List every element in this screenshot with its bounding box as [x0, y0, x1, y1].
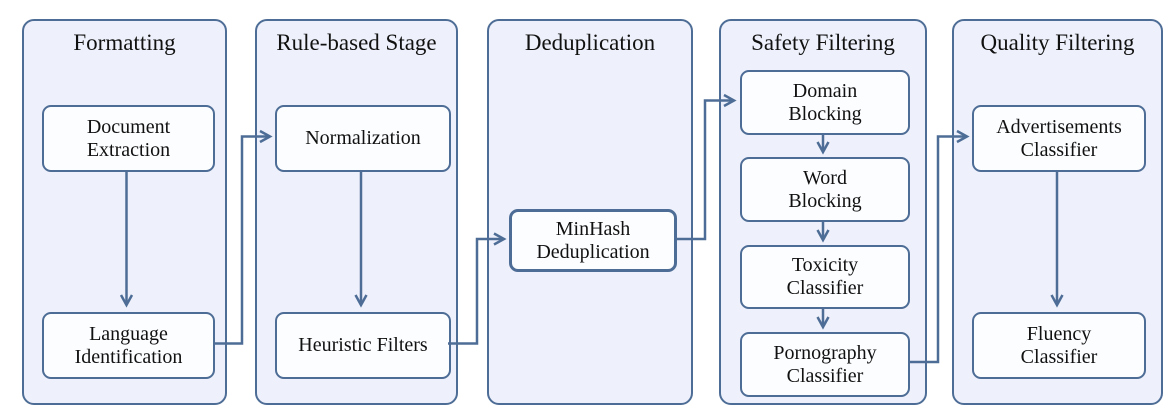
- node-label-domain-blocking: Domain Blocking: [788, 79, 862, 125]
- stage-panel-quality-filtering: Quality Filtering Advertisements Classif…: [952, 19, 1163, 405]
- node-label-minhash-deduplication: MinHash Deduplication: [536, 217, 650, 263]
- node-domain-blocking: Domain Blocking: [740, 70, 910, 135]
- node-normalization: Normalization: [275, 105, 451, 172]
- node-minhash-deduplication: MinHash Deduplication: [509, 209, 677, 272]
- stage-panel-formatting: Formatting Document Extraction Language …: [22, 19, 227, 405]
- stage-title-deduplication: Deduplication: [524, 30, 656, 55]
- node-advertisements-classifier: Advertisements Classifier: [972, 105, 1146, 172]
- node-fluency-classifier: Fluency Classifier: [972, 312, 1146, 379]
- node-word-blocking: Word Blocking: [740, 157, 910, 222]
- stage-title-quality-filtering: Quality Filtering: [980, 30, 1135, 55]
- node-language-identification: Language Identification: [42, 312, 215, 379]
- node-label-fluency-classifier: Fluency Classifier: [1020, 322, 1098, 368]
- node-label-toxicity-classifier: Toxicity Classifier: [786, 254, 864, 299]
- stage-panel-safety-filtering: Safety Filtering Domain Blocking Word Bl…: [719, 19, 927, 405]
- stage-panel-deduplication: Deduplication MinHash Deduplication: [487, 19, 693, 405]
- node-label-language-identification: Language Identification: [74, 322, 183, 368]
- node-label-normalization: Normalization: [305, 127, 421, 149]
- node-heuristic-filters: Heuristic Filters: [275, 312, 451, 379]
- stage-title-rule-based: Rule-based Stage: [276, 30, 437, 55]
- node-toxicity-classifier: Toxicity Classifier: [740, 245, 910, 309]
- node-pornography-classifier: Pornography Classifier: [740, 332, 910, 397]
- node-label-advertisements-classifier: Advertisements Classifier: [996, 115, 1122, 161]
- stage-panel-rule-based: Rule-based Stage Normalization Heuristic…: [255, 19, 458, 405]
- node-label-pornography-classifier: Pornography Classifier: [773, 341, 877, 387]
- stage-title-formatting: Formatting: [73, 30, 176, 55]
- stage-title-safety-filtering: Safety Filtering: [751, 30, 895, 55]
- node-document-extraction: Document Extraction: [42, 105, 215, 172]
- node-label-document-extraction: Document Extraction: [86, 115, 171, 161]
- node-label-word-blocking: Word Blocking: [788, 166, 862, 212]
- node-label-heuristic-filters: Heuristic Filters: [298, 334, 428, 356]
